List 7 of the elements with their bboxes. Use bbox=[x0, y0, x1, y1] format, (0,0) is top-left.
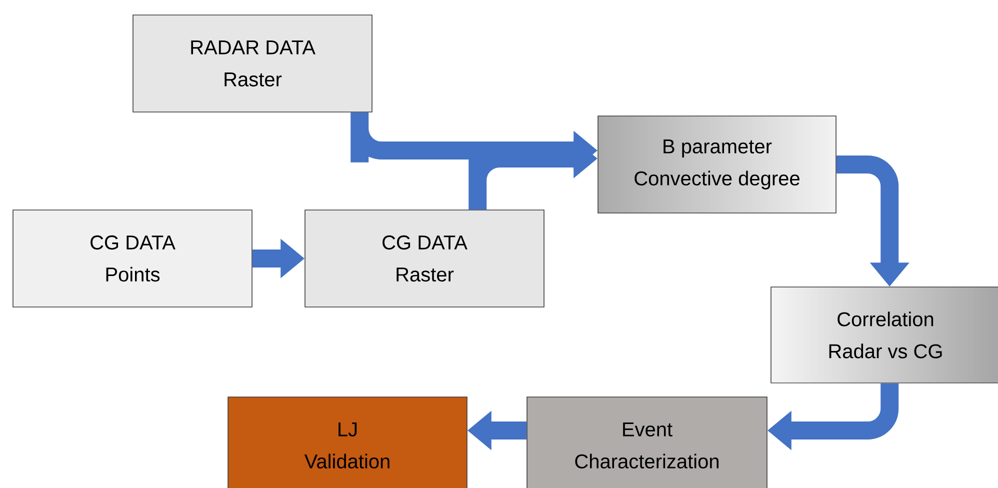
process-box: B parameter Convective degree bbox=[598, 116, 836, 214]
process-box: Event Characterization bbox=[526, 396, 768, 488]
process-box: LJ Validation bbox=[228, 396, 468, 488]
process-box: RADAR DATA Raster bbox=[132, 14, 372, 112]
process-box: Correlation Radar vs CG bbox=[770, 286, 998, 384]
process-box: CG DATA Points bbox=[12, 210, 252, 308]
process-box: CG DATA Raster bbox=[304, 210, 544, 308]
